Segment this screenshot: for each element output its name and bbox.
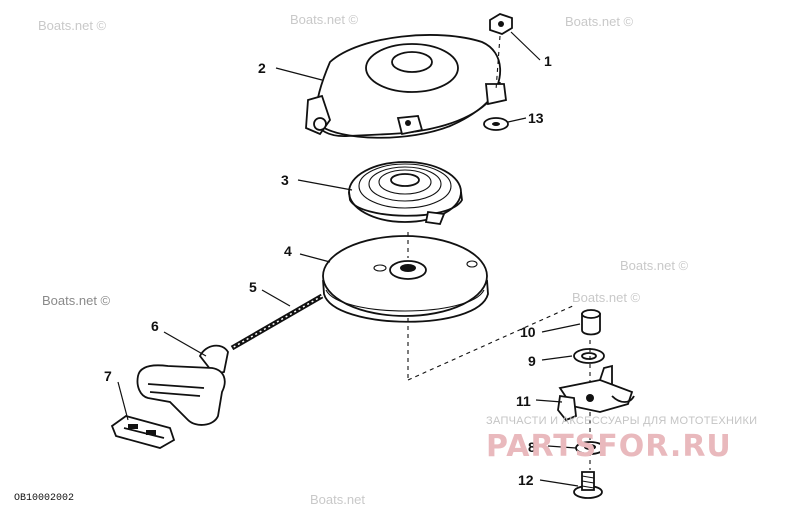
callout-9: 9 xyxy=(528,353,536,369)
brand-logo-text: PARTSFOR.RU xyxy=(486,429,732,464)
callout-4: 4 xyxy=(284,243,292,259)
callout-3: 3 xyxy=(281,172,289,188)
callout-6: 6 xyxy=(151,318,159,334)
starter-handle xyxy=(136,344,229,426)
watermark: Boats.net © xyxy=(38,18,107,33)
callout-8: 8 xyxy=(528,439,536,455)
lock-washer xyxy=(483,117,509,131)
callout-10: 10 xyxy=(520,324,536,340)
flat-washer xyxy=(573,348,605,364)
callout-5: 5 xyxy=(249,279,257,295)
starter-housing xyxy=(305,34,507,139)
watermark: Boats.net © xyxy=(565,14,634,29)
watermark: Boats.net © xyxy=(620,258,689,273)
starter-rope xyxy=(230,293,324,351)
handle-insert xyxy=(110,415,176,449)
watermark: Boats.net © xyxy=(572,290,641,305)
watermark: Boats.net © xyxy=(290,12,359,27)
recoil-spring xyxy=(348,161,463,225)
watermark: Boats.net © xyxy=(42,293,111,308)
pawl-bracket xyxy=(557,340,635,470)
spacer xyxy=(575,441,605,455)
collar xyxy=(581,309,601,336)
screw xyxy=(573,471,603,499)
callout-2: 2 xyxy=(258,60,266,76)
watermark: Boats.net xyxy=(310,492,365,507)
hex-nut xyxy=(489,13,513,91)
callout-13: 13 xyxy=(528,110,544,126)
leader-lines xyxy=(117,31,581,487)
rope-pulley xyxy=(322,232,576,381)
callout-1: 1 xyxy=(544,53,552,69)
callout-12: 12 xyxy=(518,472,534,488)
callout-11: 11 xyxy=(516,393,531,409)
brand-subtitle: ЗАПЧАСТИ И АКСЕССУАРЫ ДЛЯ МОТОТЕХНИКИ xyxy=(486,415,757,427)
diagram-code: OB10002002 xyxy=(14,493,74,504)
partsfor-watermark: ЗАПЧАСТИ И АКСЕССУАРЫ ДЛЯ МОТОТЕХНИКИ PA… xyxy=(486,415,757,464)
callout-7: 7 xyxy=(104,368,112,384)
